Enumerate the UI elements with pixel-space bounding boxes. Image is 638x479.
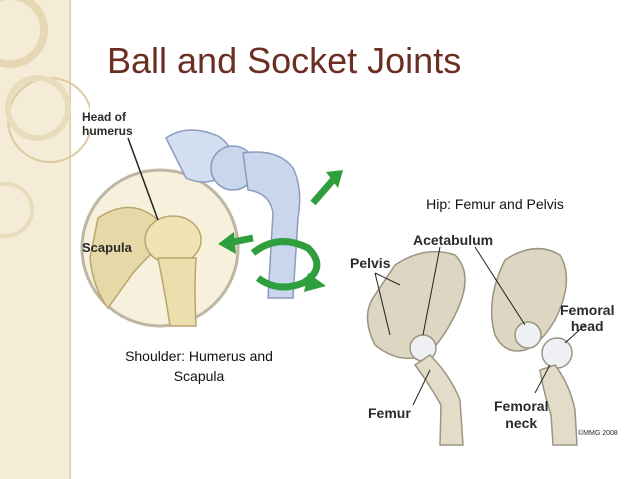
label-femoral-head: Femoral head	[560, 302, 614, 334]
label-femoral-neck-line1: Femoral	[494, 398, 549, 414]
label-femur: Femur	[368, 405, 411, 421]
pointer-acetabulum	[422, 246, 441, 336]
slide-title: Ball and Socket Joints	[107, 40, 462, 81]
side-decoration	[0, 0, 90, 479]
caption-hip: Hip: Femur and Pelvis	[426, 196, 564, 212]
caption-shoulder: Shoulder: Humerus and Scapula	[108, 346, 290, 386]
pointer-femoral-neck	[534, 364, 551, 394]
pointer-pelvis-1	[374, 272, 401, 286]
arrow-head-left	[218, 232, 236, 254]
caption-shoulder-line1: Shoulder: Humerus and	[125, 348, 273, 364]
hip-illustration	[366, 246, 586, 446]
caption-shoulder-line2: Scapula	[173, 368, 225, 384]
label-head-of-humerus: Head of humerus	[82, 110, 133, 138]
label-femoral-neck-line2: neck	[505, 415, 538, 431]
humerus-shaft	[157, 257, 197, 327]
label-head-line1: Head of	[82, 110, 127, 124]
label-femoral-head-line1: Femoral	[560, 302, 615, 318]
label-pelvis: Pelvis	[350, 255, 391, 271]
arrow-up	[310, 177, 336, 206]
humerus-head	[144, 215, 202, 265]
label-femoral-head-line2: head	[570, 318, 604, 334]
pointer-acetabulum-2	[474, 246, 526, 326]
label-femoral-neck: Femoral neck	[494, 398, 548, 432]
pointer-femur	[412, 369, 431, 406]
pelvis-left	[366, 250, 466, 360]
pointer-femoral-head	[564, 324, 586, 344]
femoral-head-right	[514, 321, 542, 349]
label-copyright: ©MMG 2008	[578, 430, 618, 437]
femoral-head-detached	[541, 337, 573, 369]
label-acetabulum: Acetabulum	[413, 232, 494, 248]
arrow-head-up	[326, 170, 343, 188]
arrow-head-rotate	[304, 273, 326, 292]
label-scapula: Scapula	[82, 240, 132, 255]
label-head-line2: humerus	[82, 124, 133, 138]
shoulder-illustration	[80, 129, 343, 328]
femur-left	[413, 354, 464, 446]
joint-model-arm	[242, 151, 301, 299]
rotation-arrow	[250, 238, 321, 291]
pointer-head	[127, 137, 159, 221]
pointer-pelvis-2	[374, 272, 391, 336]
